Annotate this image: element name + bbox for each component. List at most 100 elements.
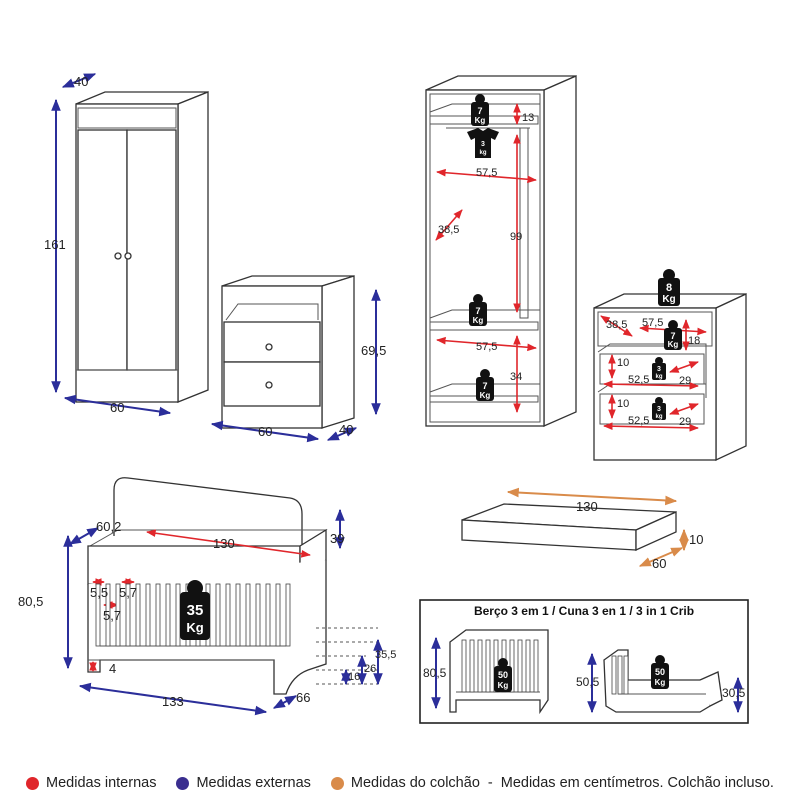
crib-slat-gap-a-label: 5,5: [90, 585, 108, 600]
conversion-crib-weight-icon: 50 Kg: [494, 658, 512, 692]
drawer2-height-label: 10: [617, 398, 629, 410]
legend-internal-label: Medidas internas: [46, 775, 157, 791]
drawer2-width-label: 52,5: [628, 415, 649, 427]
crib-slat: [255, 583, 261, 647]
nightstand-top-weight-icon: 8 Kg: [658, 269, 680, 306]
mattress-height-label: 10: [689, 532, 703, 547]
crib-slat: [215, 583, 221, 647]
wardrobe-hanging-height-label: 99: [510, 231, 522, 243]
svg-text:50: 50: [655, 667, 665, 677]
conversion-crib-slat: [533, 639, 539, 693]
svg-text:8: 8: [666, 282, 672, 294]
svg-text:Kg: Kg: [475, 116, 486, 125]
crib-slat: [265, 583, 271, 647]
crib-slat-gap-b-label: 5,7: [119, 585, 137, 600]
crib-slat-gap-c-label: 5,7: [103, 608, 121, 623]
crib-bed-level-c-label: 16: [348, 671, 360, 683]
legend: Medidas internas Medidas externas Medida…: [0, 770, 800, 796]
svg-text:Kg: Kg: [186, 620, 203, 635]
drawer2-weight-icon: 3 kg: [652, 397, 666, 420]
legend-mattress-label: Medidas do colchão: [350, 775, 480, 791]
wardrobe-mid-weight-icon: 7 Kg: [469, 294, 487, 326]
svg-text:Kg: Kg: [480, 391, 491, 400]
svg-text:3: 3: [657, 406, 661, 413]
crib-slat: [225, 583, 231, 647]
svg-text:kg: kg: [655, 374, 662, 380]
conversion-crib-slat: [517, 639, 523, 693]
wardrobe-lower-width-label: 57,5: [476, 341, 497, 353]
crib-base-gap-label: 4: [109, 661, 116, 676]
drawer1-width-label: 52,5: [628, 374, 649, 386]
nightstand-width-label: 60: [258, 424, 272, 439]
conversion-crib-slat: [509, 639, 515, 693]
drawer1-height-label: 10: [617, 357, 629, 369]
drawer2-depth-label: 29: [679, 416, 691, 428]
crib-width-label: 66: [296, 690, 310, 705]
wardrobe-external: [51, 73, 209, 417]
svg-text:Kg: Kg: [498, 681, 509, 690]
legend-separator: -: [487, 775, 493, 791]
wardrobe-shelf-depth-label: 38,5: [438, 224, 459, 236]
svg-text:kg: kg: [655, 414, 662, 420]
wardrobe-bottom-weight-icon: 7 Kg: [476, 369, 494, 401]
crib-depth-label: 60,2: [96, 519, 121, 534]
conversion-bed-height-label: 50,5: [576, 675, 600, 689]
orange-dot-icon: [330, 776, 344, 790]
conversion-crib-slat: [461, 639, 467, 693]
crib-bed-level-b-label: 26: [364, 663, 376, 675]
crib-height-label: 80,5: [18, 594, 43, 609]
crib-slat: [145, 583, 151, 647]
conversion-bed-slat: [623, 655, 629, 695]
crib-headboard-height-label: 39: [330, 531, 344, 546]
conversion-crib-slat: [477, 639, 483, 693]
wardrobe-internal: [425, 75, 577, 427]
crib-slat: [155, 583, 161, 647]
conversion-title: Berço 3 em 1 / Cuna 3 en 1 / 3 in 1 Crib: [474, 604, 694, 618]
mattress-length-label: 130: [576, 499, 598, 514]
nightstand-external: [210, 275, 381, 443]
conversion-crib-drawing: [431, 629, 549, 715]
crib-drawing: [63, 477, 383, 716]
wardrobe-top-gap-label: 13: [522, 112, 534, 124]
svg-text:Kg: Kg: [473, 316, 484, 325]
crib-slat: [125, 583, 131, 647]
crib-weight-icon: 35 Kg: [180, 580, 210, 640]
crib-slat: [105, 583, 111, 647]
svg-text:3: 3: [481, 141, 485, 148]
wardrobe-width-label: 60: [110, 400, 124, 415]
nightstand-shelf-height-label: 18: [688, 335, 700, 347]
drawer1-weight-icon: 3 kg: [652, 357, 666, 380]
crib-slat: [95, 583, 101, 647]
crib-slat: [245, 583, 251, 647]
drawer1-depth-label: 29: [679, 375, 691, 387]
crib-slat: [285, 583, 291, 647]
svg-text:7: 7: [670, 331, 675, 341]
wardrobe-lower-height-label: 34: [510, 371, 522, 383]
mattress-drawing: [461, 487, 689, 567]
svg-text:Kg: Kg: [655, 678, 666, 687]
mattress-width-label: 60: [652, 556, 666, 571]
legend-mattress: Medidas do colchão: [330, 775, 480, 791]
svg-text:35: 35: [187, 602, 204, 619]
wardrobe-depth-label: 40: [74, 74, 88, 89]
conversion-bed-slat: [617, 655, 623, 695]
nightstand-depth-label: 40: [339, 422, 353, 437]
wardrobe-top-weight-icon: 7 Kg: [471, 94, 489, 126]
nightstand-height-label: 69,5: [361, 343, 386, 358]
legend-external: Medidas externas: [176, 775, 311, 791]
nightstand-depth-label: 38,5: [606, 319, 627, 331]
purple-dot-icon: [176, 776, 190, 790]
conversion-bed-slats: [611, 655, 629, 695]
conversion-crib-slat: [525, 639, 531, 693]
crib-mattress-length-label: 130: [213, 536, 235, 551]
conversion-crib-slat: [485, 639, 491, 693]
svg-text:Kg: Kg: [662, 294, 675, 305]
crib-slat: [165, 583, 171, 647]
wardrobe-height-label: 161: [44, 237, 66, 252]
legend-external-label: Medidas externas: [196, 775, 311, 791]
crib-slat: [275, 583, 281, 647]
conversion-bed-weight-icon: 50 Kg: [651, 655, 669, 689]
crib-slat: [175, 583, 181, 647]
svg-text:Kg: Kg: [668, 340, 679, 349]
legend-internal: Medidas internas: [26, 775, 156, 791]
